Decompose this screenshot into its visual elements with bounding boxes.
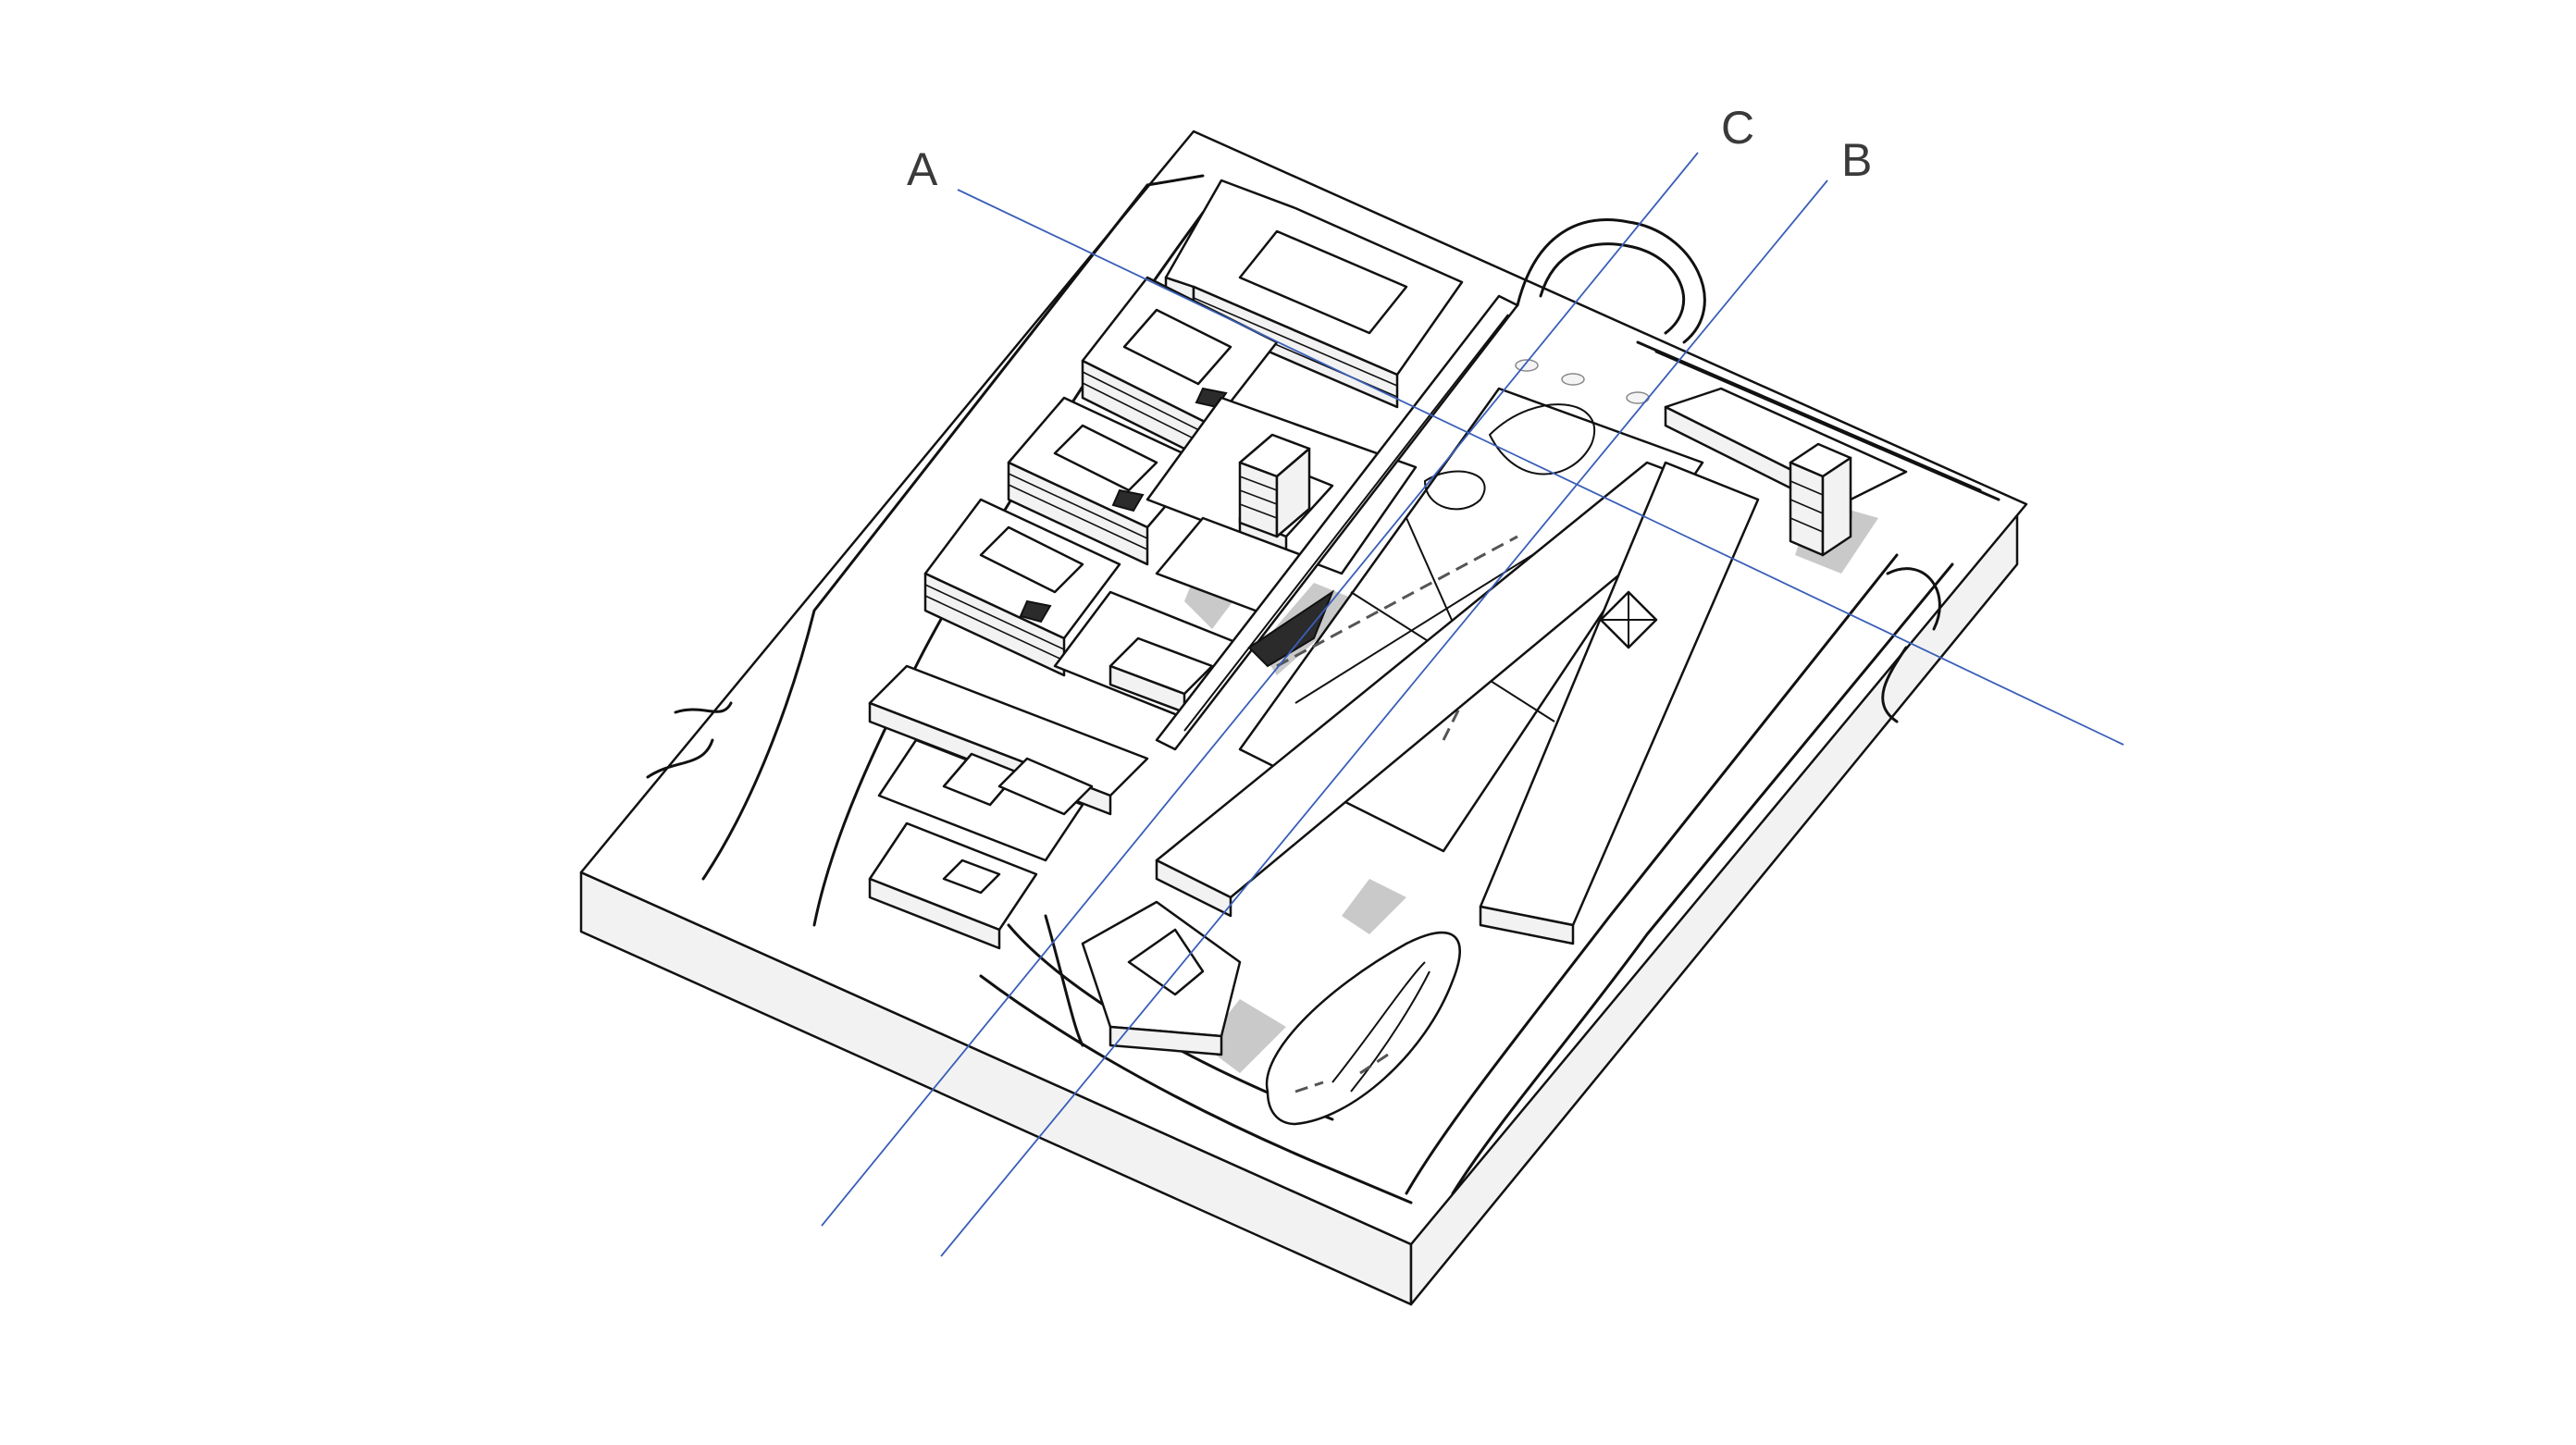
north-loop-road — [1516, 218, 1706, 344]
north-courtyard-block — [1164, 179, 1464, 409]
east-tower — [1789, 442, 1852, 557]
central-spine — [1155, 294, 1519, 751]
tree — [1561, 373, 1585, 386]
section-line-a — [957, 189, 2124, 746]
southern-stadium — [1265, 931, 1461, 1126]
east-roundabout-arcs — [1881, 567, 1941, 723]
southern-pavilion — [1081, 900, 1242, 1056]
diagonal-lane — [1044, 914, 1084, 1047]
west-road-edge-outer — [701, 174, 1205, 881]
south-west-blocks — [868, 664, 1149, 950]
section-lines — [821, 152, 2124, 1257]
section-label-b: B — [1841, 134, 1872, 186]
eastern-linear-building — [1155, 387, 1908, 945]
north-east-road — [1636, 340, 2000, 501]
south-road — [979, 974, 1413, 1204]
road-network — [646, 174, 2000, 1204]
mid-tower — [1238, 433, 1311, 538]
western-building-blocks — [868, 179, 1464, 950]
east-road-inner — [1451, 562, 1954, 1195]
section-labels: A B C — [907, 102, 1872, 195]
section-line-b — [940, 179, 1828, 1257]
section-line-c — [821, 152, 1699, 1227]
section-label-c: C — [1721, 102, 1754, 154]
west-kerb — [646, 701, 733, 779]
east-road — [1405, 553, 1899, 1195]
section-label-a: A — [907, 143, 938, 195]
stepped-block-3 — [923, 498, 1121, 677]
north-loop-road-inner — [1539, 242, 1685, 335]
